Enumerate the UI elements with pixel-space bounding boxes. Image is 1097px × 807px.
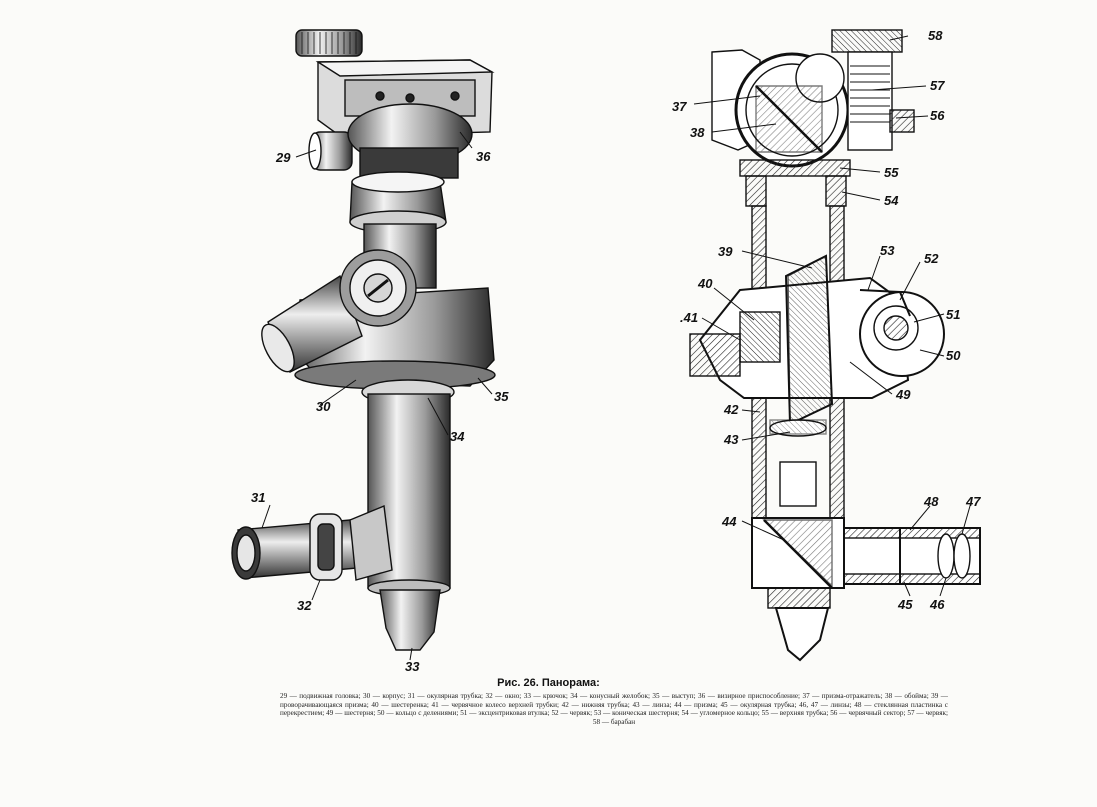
callout-51: 51 xyxy=(946,307,961,322)
callout-50: 50 xyxy=(946,348,961,363)
callout-44: 44 xyxy=(722,514,737,529)
callout-47: 47 xyxy=(966,494,981,509)
panorama-exterior-view xyxy=(231,29,496,651)
leader-lines xyxy=(261,35,971,661)
figure-caption-title: Рис. 26. Панорама: xyxy=(497,677,600,689)
callout-33: 33 xyxy=(405,659,420,674)
callout-29: 29 xyxy=(276,150,291,165)
callout-41: .41 xyxy=(680,310,699,325)
callout-37: 37 xyxy=(672,99,687,114)
callout-56: 56 xyxy=(930,108,945,123)
callout-40: 40 xyxy=(698,276,713,291)
callout-46: 46 xyxy=(930,597,945,612)
callout-49: 49 xyxy=(896,387,911,402)
callout-45: 45 xyxy=(898,597,913,612)
callout-35: 35 xyxy=(494,389,509,404)
callout-52: 52 xyxy=(924,251,939,266)
callout-48: 48 xyxy=(924,494,939,509)
callout-55: 55 xyxy=(884,165,899,180)
callout-58: 58 xyxy=(928,28,943,43)
figure-caption-legend: 29 — подвижная головка; 30 — корпус; 31 … xyxy=(280,692,948,726)
callout-31: 31 xyxy=(251,490,266,505)
callout-54: 54 xyxy=(884,193,899,208)
callout-34: 34 xyxy=(450,429,465,444)
callout-43: 43 xyxy=(724,432,739,447)
callout-30: 30 xyxy=(316,399,331,414)
callout-53: 53 xyxy=(880,243,895,258)
callout-32: 32 xyxy=(297,598,312,613)
callout-39: 39 xyxy=(718,244,733,259)
callout-57: 57 xyxy=(930,78,945,93)
panorama-section-view xyxy=(689,29,981,662)
callout-38: 38 xyxy=(690,125,705,140)
callout-36: 36 xyxy=(476,149,491,164)
callout-42: 42 xyxy=(724,402,739,417)
